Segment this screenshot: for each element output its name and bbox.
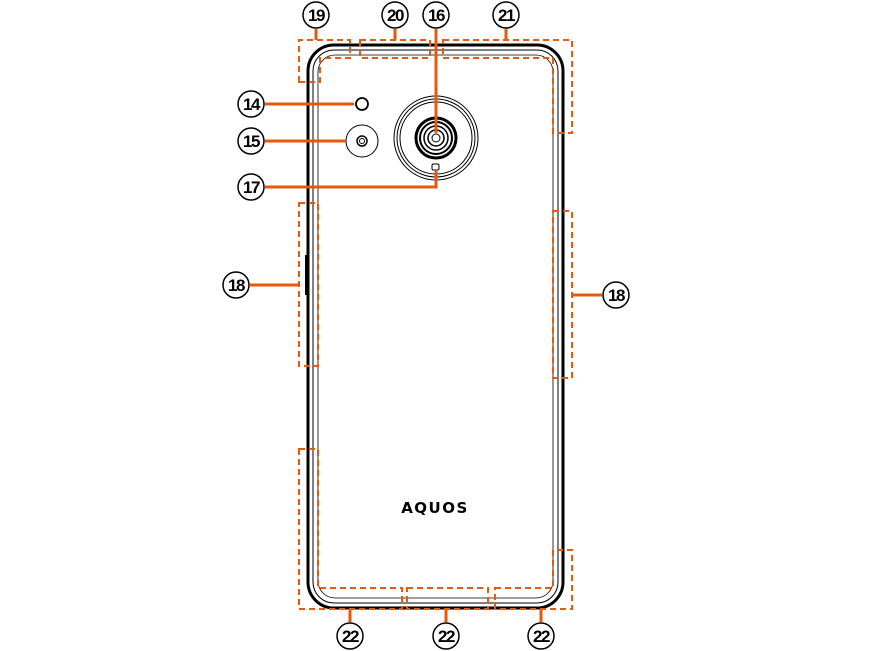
flash-icon [355, 97, 369, 111]
callout-19: 19 [302, 1, 330, 29]
svg-text:19: 19 [308, 6, 325, 25]
callout-17: 17 [237, 173, 265, 201]
callout-22-left: 22 [336, 622, 364, 650]
callout-22-right: 22 [527, 622, 555, 650]
svg-text:20: 20 [387, 6, 404, 25]
svg-text:17: 17 [243, 178, 260, 197]
brand-logo: AQUOS [401, 499, 469, 517]
svg-text:22: 22 [438, 627, 455, 646]
svg-text:21: 21 [498, 6, 515, 25]
callout-20: 20 [381, 1, 409, 29]
callout-18-left: 18 [222, 271, 250, 299]
svg-text:22: 22 [342, 627, 359, 646]
side-key [305, 255, 308, 295]
leader-lines [250, 29, 602, 622]
svg-text:18: 18 [228, 276, 245, 295]
callout-16: 16 [422, 1, 450, 29]
callout-18-right: 18 [602, 281, 630, 309]
svg-text:22: 22 [533, 627, 550, 646]
callout-15: 15 [237, 127, 265, 155]
svg-text:15: 15 [243, 132, 260, 151]
svg-text:18: 18 [608, 286, 625, 305]
callout-14: 14 [237, 90, 265, 118]
sub-camera [345, 124, 379, 158]
svg-text:14: 14 [243, 95, 261, 114]
callout-22-mid: 22 [432, 622, 460, 650]
svg-text:16: 16 [428, 6, 445, 25]
callout-21: 21 [492, 1, 520, 29]
